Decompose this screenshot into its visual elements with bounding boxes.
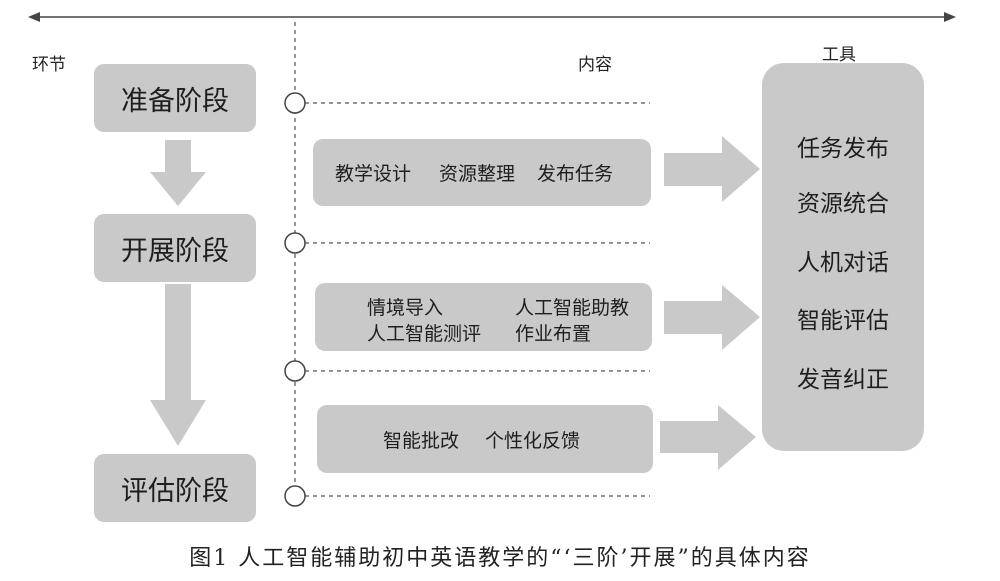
content-item: 作业布置 bbox=[515, 323, 592, 345]
header-tools: 工具 bbox=[822, 45, 856, 65]
tools-box: 任务发布 资源统合 人机对话 智能评估 发音纠正 bbox=[762, 63, 924, 451]
content-item: 人工智能测评 bbox=[367, 323, 482, 345]
figure-caption: 图1 人工智能辅助初中英语教学的“‘三阶’开展”的具体内容 bbox=[189, 546, 811, 571]
tool-item: 资源统合 bbox=[797, 191, 889, 217]
milestone-circle-3 bbox=[284, 360, 306, 382]
down-arrow-2 bbox=[150, 284, 206, 446]
content-item: 发布任务 bbox=[537, 163, 614, 185]
right-arrow-2 bbox=[664, 285, 760, 350]
stage-box-prepare: 准备阶段 bbox=[94, 64, 256, 132]
tool-item: 人机对话 bbox=[797, 250, 889, 276]
milestone-circle-2 bbox=[284, 232, 306, 254]
content-box-prepare: 教学设计 资源整理 发布任务 bbox=[313, 139, 651, 206]
content-box-evaluate: 智能批改 个性化反馈 bbox=[317, 405, 653, 473]
milestone-circle-1 bbox=[284, 92, 306, 114]
content-item: 智能批改 bbox=[383, 429, 460, 452]
right-arrow-3 bbox=[660, 405, 756, 470]
tool-item: 发音纠正 bbox=[797, 367, 889, 393]
tool-item: 任务发布 bbox=[797, 136, 889, 162]
content-item: 教学设计 bbox=[335, 163, 412, 185]
right-arrow-1 bbox=[664, 136, 760, 202]
content-item: 情境导入 bbox=[367, 297, 444, 319]
content-item: 个性化反馈 bbox=[485, 429, 581, 452]
content-box-implement: 情境导入 人工智能助教 人工智能测评 作业布置 bbox=[315, 283, 652, 351]
header-stage: 环节 bbox=[32, 55, 66, 75]
stage-label: 开展阶段 bbox=[121, 235, 229, 267]
down-arrow-1 bbox=[150, 140, 206, 206]
milestone-circle-4 bbox=[284, 485, 306, 507]
stage-label: 准备阶段 bbox=[121, 85, 229, 117]
header-content: 内容 bbox=[578, 55, 612, 75]
stage-box-implement: 开展阶段 bbox=[94, 214, 256, 282]
stage-box-evaluate: 评估阶段 bbox=[94, 454, 256, 522]
tool-item: 智能评估 bbox=[797, 308, 889, 334]
content-item: 资源整理 bbox=[439, 163, 516, 185]
timeline-arrow bbox=[28, 12, 956, 22]
stage-label: 评估阶段 bbox=[121, 475, 229, 507]
content-item: 人工智能助教 bbox=[515, 297, 630, 319]
